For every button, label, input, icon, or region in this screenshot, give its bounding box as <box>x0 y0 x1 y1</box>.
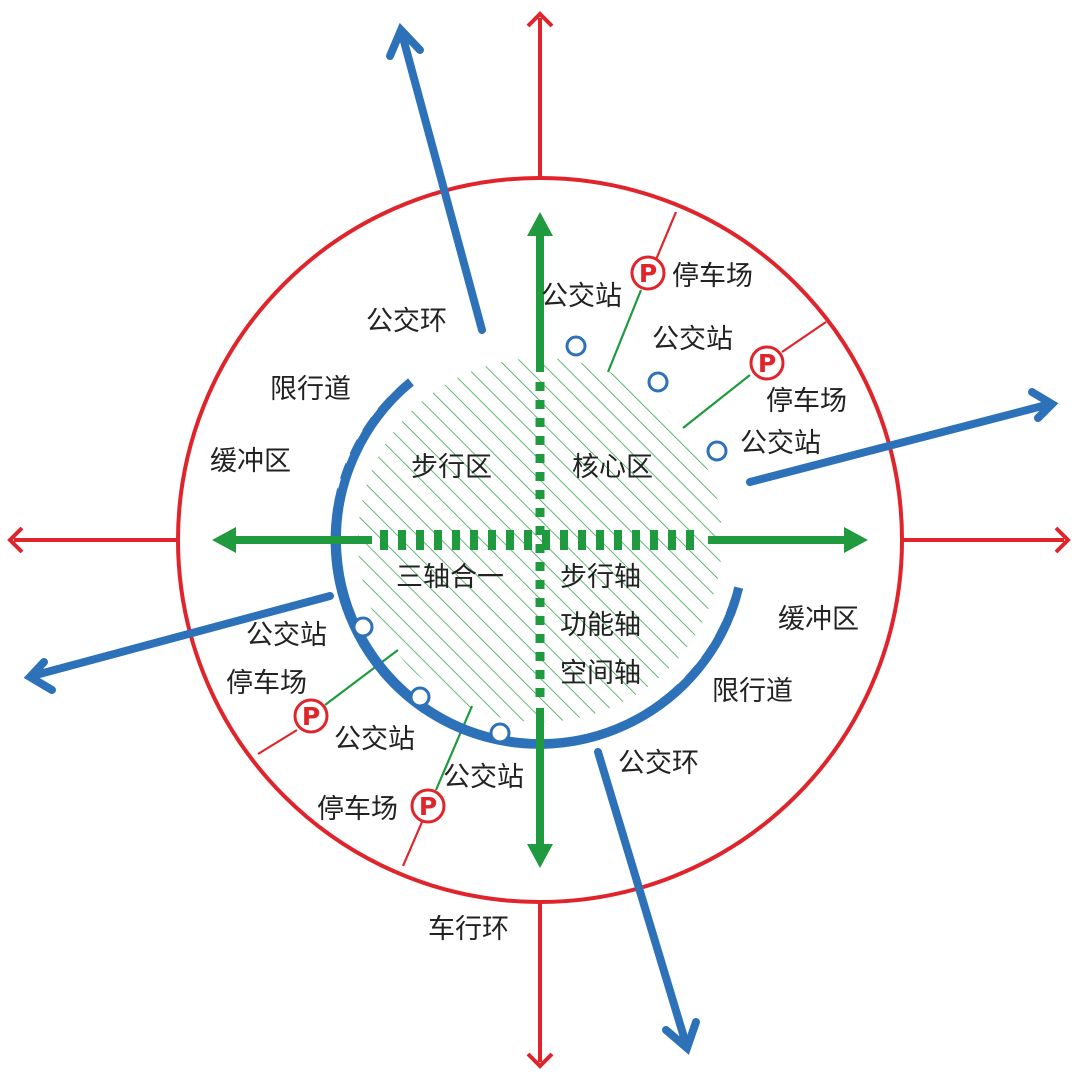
label-bus-loop-se: 公交环 <box>618 748 699 779</box>
bus-loop-dashed-east <box>666 586 744 701</box>
arrow-north-icon <box>526 11 554 28</box>
parking-icon: P <box>749 345 785 381</box>
parking-symbol-text: P <box>639 259 657 288</box>
parking-connectors <box>257 211 827 867</box>
label-bus-stop-n: 公交站 <box>541 281 622 312</box>
transit-line-nw <box>398 30 486 334</box>
transit-lines <box>23 22 1059 1055</box>
label-function-axis: 功能轴 <box>560 610 641 641</box>
arrow-ne-icon <box>1028 388 1059 422</box>
label-parking-sw: 停车场 <box>226 668 307 699</box>
labels: 公交环 限行道 缓冲区 步行区 核心区 三轴合一 步行轴 功能轴 空间轴 公交站… <box>210 261 859 945</box>
arterial-roads <box>7 11 1071 1069</box>
bus-loop <box>330 378 744 749</box>
bus-stop-icon <box>647 371 669 393</box>
arrow-west-icon <box>7 526 24 554</box>
bus-stop-icon <box>489 722 511 744</box>
label-bus-loop-nw: 公交环 <box>366 306 447 337</box>
label-restricted-road-se: 限行道 <box>712 676 793 707</box>
bus-loop-dashed-west <box>336 378 414 492</box>
arrow-nw-icon <box>386 22 424 60</box>
transit-line-ne <box>746 400 1054 486</box>
ped-arrow-north-icon <box>527 212 553 236</box>
label-space-axis: 空间轴 <box>560 658 641 689</box>
label-parking-s: 停车场 <box>317 794 398 825</box>
label-three-axes: 三轴合一 <box>396 562 504 593</box>
label-restricted-road-nw: 限行道 <box>270 374 351 405</box>
ped-arrow-west-icon <box>212 527 236 553</box>
parking-icon: P <box>293 698 329 734</box>
label-buffer-zone-w: 缓冲区 <box>210 446 291 477</box>
label-bus-stop-ne2: 公交站 <box>740 428 821 459</box>
transit-line-sw <box>28 592 334 680</box>
arrow-sw-icon <box>23 658 56 694</box>
bus-loop-solid-south <box>330 489 672 749</box>
arrow-south-icon <box>526 1052 554 1069</box>
arrow-east-icon <box>1054 526 1071 554</box>
label-bus-stop-sw1: 公交站 <box>246 620 327 651</box>
bus-stop-markers <box>352 335 728 744</box>
parking-symbol-text: P <box>419 792 437 821</box>
label-bus-stop-ne1: 公交站 <box>652 324 733 355</box>
bus-stop-icon <box>352 616 374 638</box>
label-parking-ne: 停车场 <box>766 386 847 417</box>
label-core-zone: 核心区 <box>572 452 653 483</box>
label-buffer-zone-e: 缓冲区 <box>778 604 859 635</box>
ped-arrow-east-icon <box>844 527 868 553</box>
parking-icon: P <box>630 255 666 291</box>
arrow-se-icon <box>662 1018 700 1055</box>
transit-line-se <box>594 748 690 1048</box>
bus-stop-icon <box>409 686 431 708</box>
parking-icon: P <box>410 788 446 824</box>
ped-arrow-south-icon <box>527 844 553 868</box>
bus-stop-icon <box>706 440 728 462</box>
parking-symbol-text: P <box>758 349 776 378</box>
pedestrian-axes <box>212 212 868 868</box>
label-bus-stop-s: 公交站 <box>443 762 524 793</box>
label-pedestrian-zone: 步行区 <box>411 452 492 483</box>
label-walk-axis: 步行轴 <box>560 562 641 593</box>
parking-symbol-text: P <box>302 702 320 731</box>
parking-symbols: P P P P <box>293 255 785 824</box>
bus-stop-icon <box>565 335 587 357</box>
label-bus-stop-sw2: 公交站 <box>334 724 415 755</box>
label-parking-n: 停车场 <box>672 261 753 292</box>
label-vehicle-ring: 车行环 <box>428 914 509 945</box>
